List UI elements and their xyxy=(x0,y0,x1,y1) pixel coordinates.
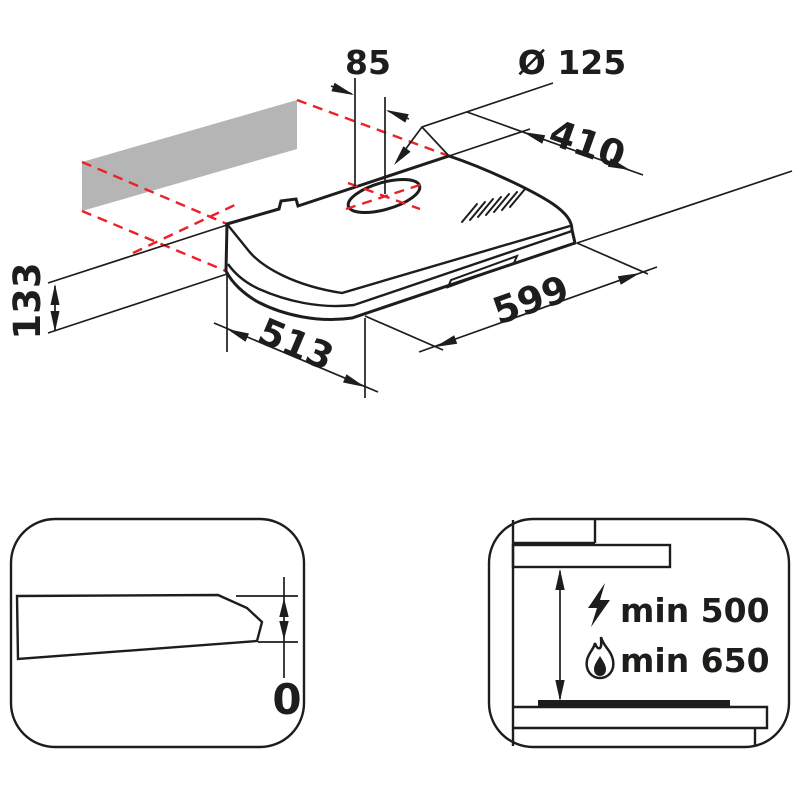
dim-zero-label: 0 xyxy=(272,675,301,724)
hood-rim-edge xyxy=(227,229,573,308)
hatch-line xyxy=(509,188,526,208)
arrowhead xyxy=(50,284,60,305)
hatch-line xyxy=(493,193,510,213)
arrowhead xyxy=(331,82,354,95)
panel-border xyxy=(9,517,306,749)
extension-line xyxy=(576,170,793,244)
projection-line xyxy=(132,202,238,255)
arrowhead xyxy=(279,598,289,617)
dim-133: 133 xyxy=(6,224,228,340)
hatch-line xyxy=(461,203,478,223)
projection-line xyxy=(296,98,450,158)
dim-diameter-label: Ø 125 xyxy=(518,43,626,82)
dim-410-label: 410 xyxy=(544,111,631,177)
arrowhead xyxy=(607,158,630,170)
extension-line xyxy=(364,315,444,351)
arrowhead xyxy=(279,621,289,640)
extension-line xyxy=(576,242,649,275)
hatch-line xyxy=(485,196,502,216)
dim-133-label: 133 xyxy=(6,262,49,339)
projection-dashed-lines xyxy=(81,98,450,273)
hood-handle xyxy=(446,254,519,289)
extension-line xyxy=(448,128,531,157)
arrowhead xyxy=(555,569,565,590)
arrowhead xyxy=(50,311,60,332)
side-profile-panel: 0 xyxy=(9,517,306,749)
leader-line xyxy=(421,126,450,157)
dim-599-label: 599 xyxy=(487,267,574,333)
lightning-icon xyxy=(588,583,610,627)
dim-513: 513 xyxy=(213,274,379,398)
counter xyxy=(513,705,769,730)
flame-icon xyxy=(585,636,615,680)
dim-zero: 0 xyxy=(236,577,302,724)
hood-top-front-edge xyxy=(226,223,571,295)
flame-drop xyxy=(594,656,606,676)
wall-panel xyxy=(82,100,297,211)
dim-85: 85 xyxy=(330,43,410,194)
arrowhead xyxy=(435,335,458,347)
cooktop-surface xyxy=(538,700,730,706)
extension-line xyxy=(47,224,228,284)
hatch-line xyxy=(477,198,494,218)
arrowhead xyxy=(617,273,640,285)
dim-85-label: 85 xyxy=(345,43,391,82)
hood-silhouette xyxy=(224,154,577,322)
panel-border xyxy=(487,517,791,749)
gas-clearance-label: min 650 xyxy=(620,641,770,680)
dim-line xyxy=(418,266,658,353)
clearance-panel: min 500 min 650 xyxy=(487,517,791,749)
arrowhead xyxy=(555,680,565,701)
projection-line xyxy=(81,209,227,273)
hood-side-box xyxy=(511,543,672,569)
arrowhead xyxy=(227,329,249,342)
hood-body xyxy=(224,154,577,322)
arrowhead xyxy=(394,146,411,165)
duct-centerline xyxy=(345,182,424,211)
flame-outline xyxy=(585,636,615,680)
isometric-view: 85 Ø 125 410 599 xyxy=(6,43,793,398)
arrowhead xyxy=(386,110,409,123)
vent-hatch xyxy=(461,188,526,223)
dim-diameter: Ø 125 xyxy=(394,43,626,165)
projection-line xyxy=(81,160,228,226)
electric-clearance-label: min 500 xyxy=(620,591,770,630)
clearance-arrow xyxy=(555,569,565,701)
hatch-line xyxy=(501,191,518,211)
hood-side-profile xyxy=(15,593,264,661)
extension-line xyxy=(47,273,228,334)
arrowhead xyxy=(343,374,365,387)
hatch-line xyxy=(469,201,486,221)
arrowhead xyxy=(523,132,546,144)
